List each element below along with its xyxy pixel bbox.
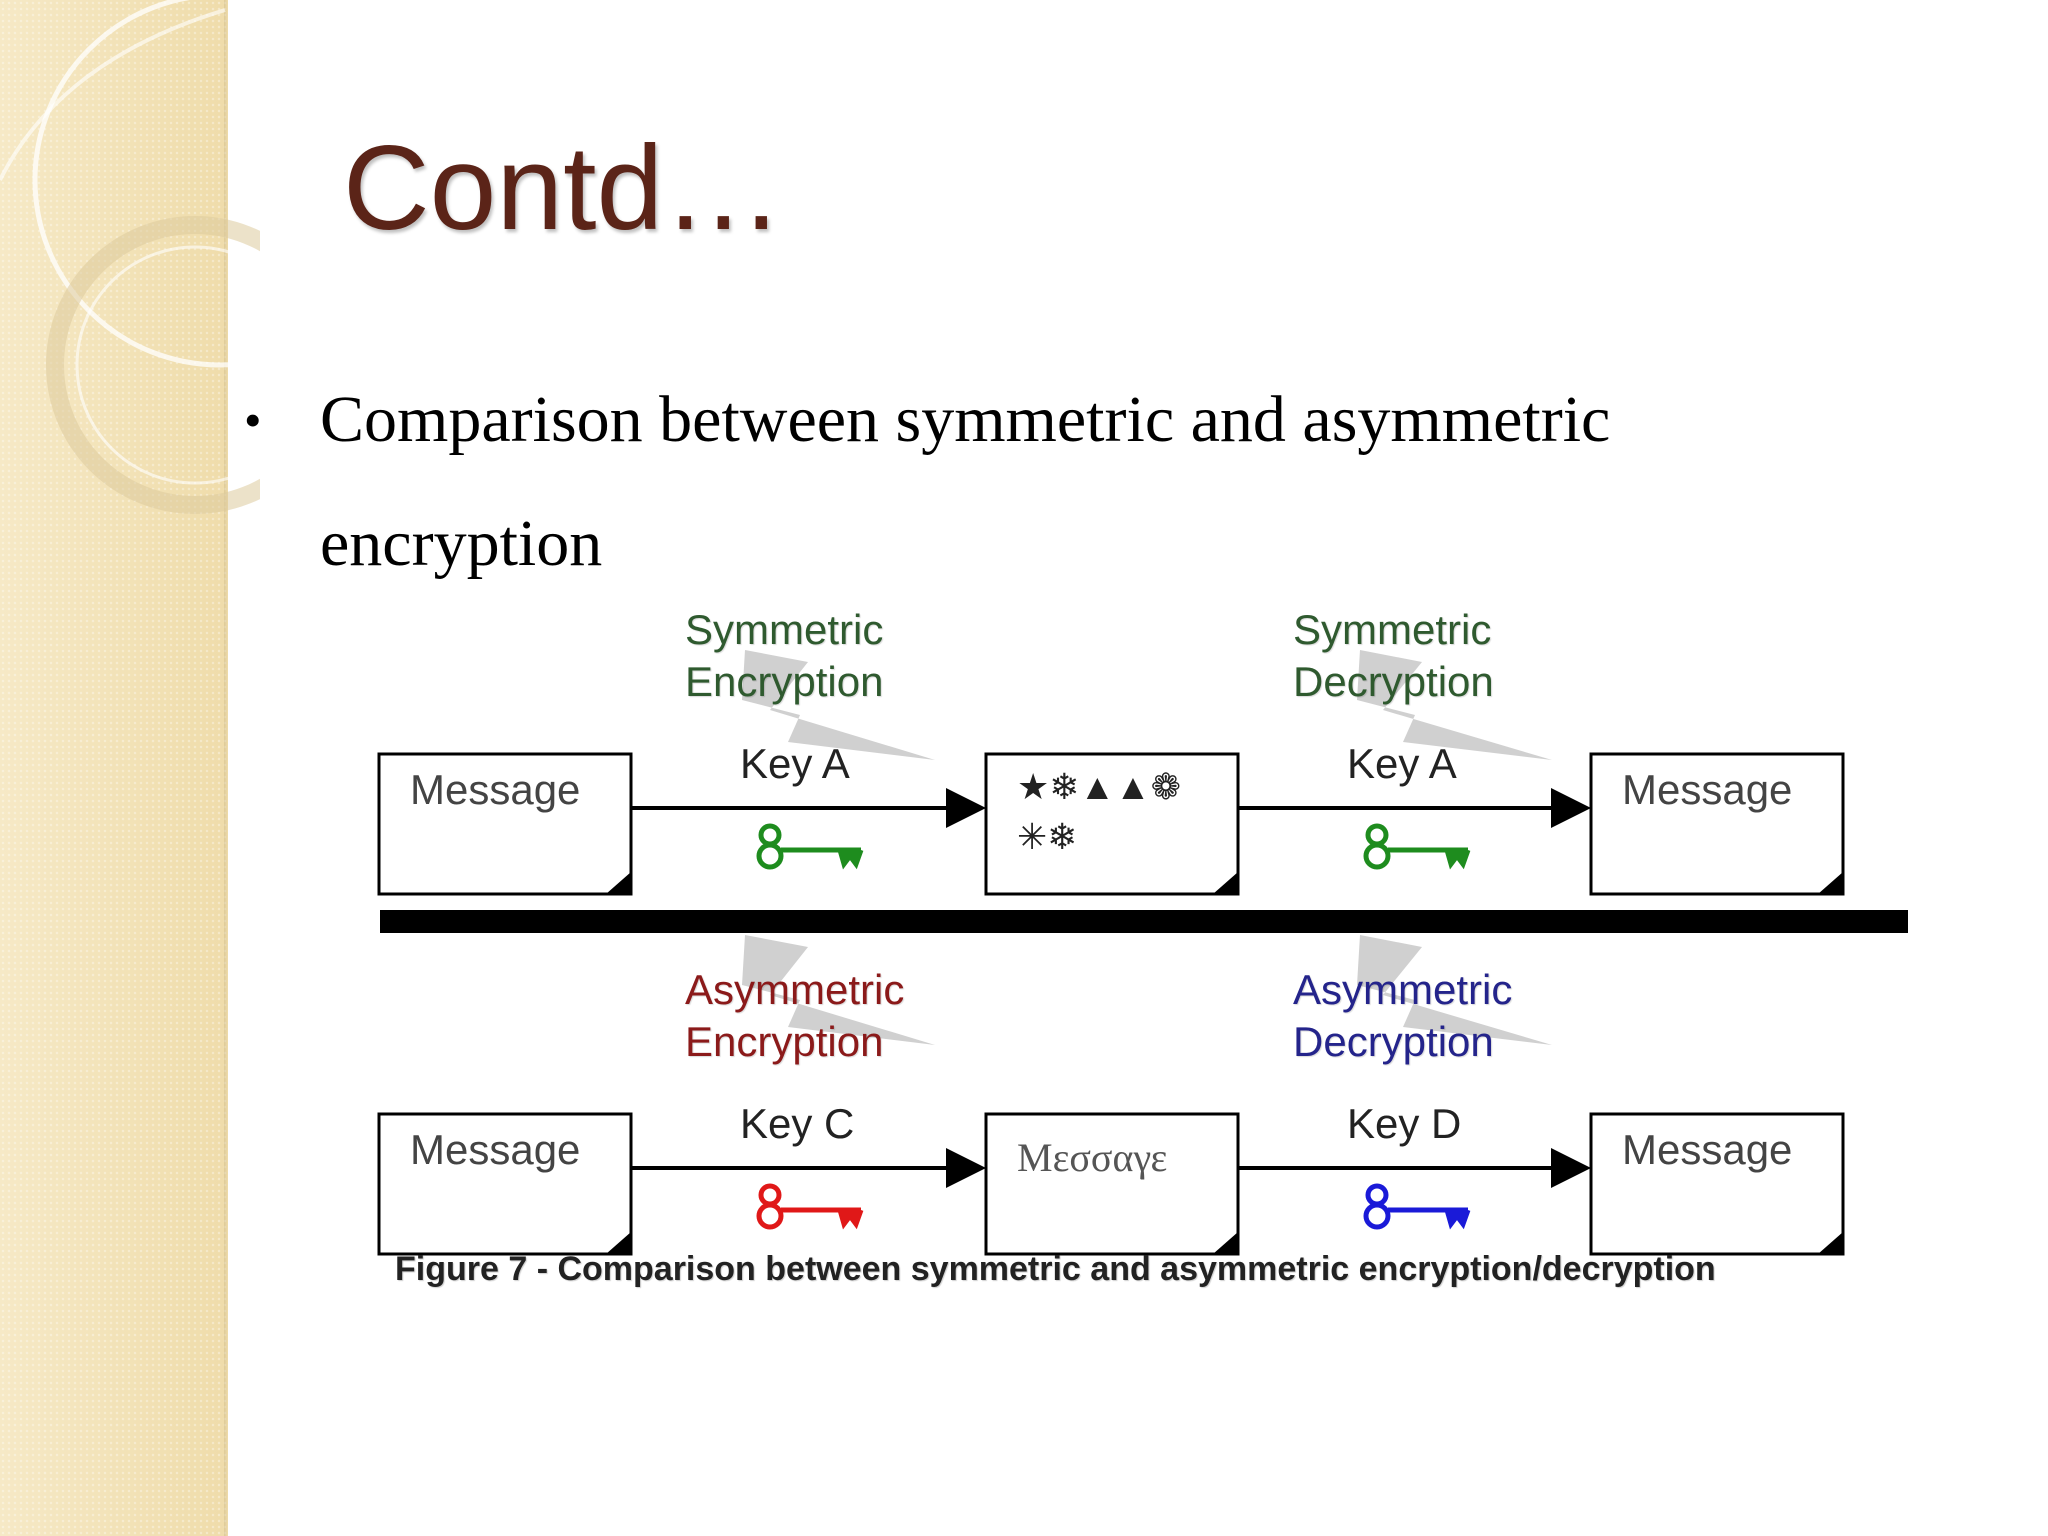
asymmetric-decryption-key-label: Key D bbox=[1347, 1100, 1462, 1147]
row-separator-bar bbox=[380, 910, 1908, 933]
bullet-text: Comparison between symmetric and asymmet… bbox=[320, 383, 1611, 580]
symmetric-decryption-key-label: Key A bbox=[1347, 740, 1457, 787]
asymmetric-output-document-icon bbox=[1589, 1112, 1845, 1256]
bullet-list: • Comparison between symmetric and asymm… bbox=[244, 358, 1764, 606]
key-a-encryption-icon bbox=[756, 823, 864, 870]
sidebar-edge bbox=[224, 0, 228, 1536]
symmetric-decryption-label: Symmetric Decryption bbox=[1293, 606, 1494, 705]
asymmetric-input-message-label: Message bbox=[410, 1126, 581, 1173]
figure-caption: Figure 7 - Comparison between symmetric … bbox=[395, 1250, 1716, 1288]
asymmetric-decryption-lightning bbox=[1357, 935, 1552, 1045]
symmetric-encryption-lightning bbox=[742, 650, 935, 760]
symmetric-ciphertext-document-icon bbox=[984, 752, 1240, 896]
symmetric-input-document-icon bbox=[377, 752, 633, 896]
symmetric-ciphertext-line2: ✳❄ bbox=[1017, 816, 1078, 857]
encryption-comparison-figure: Symmetric Encryption Symmetric Decryptio… bbox=[370, 590, 1930, 1320]
bullet-item: • Comparison between symmetric and asymm… bbox=[244, 358, 1764, 606]
asymmetric-output-message-label: Message bbox=[1622, 1126, 1793, 1173]
asymmetric-input-document-icon bbox=[377, 1112, 633, 1256]
key-c-icon bbox=[756, 1183, 864, 1230]
asymmetric-encryption-key-label: Key C bbox=[740, 1100, 855, 1147]
asymmetric-ciphertext-label: Μεσσαγε bbox=[1017, 1135, 1168, 1180]
decorative-circles bbox=[0, 0, 260, 514]
asymmetric-encryption-lightning bbox=[742, 935, 935, 1045]
symmetric-encryption-label: Symmetric Encryption bbox=[685, 606, 884, 705]
symmetric-decryption-lightning bbox=[1357, 650, 1552, 760]
asymmetric-ciphertext-document-icon bbox=[984, 1112, 1240, 1256]
bullet-dot-icon: • bbox=[244, 392, 262, 448]
slide-title: Contd… bbox=[343, 121, 784, 255]
symmetric-input-message-label: Message bbox=[410, 766, 581, 813]
asymmetric-encryption-label: Asymmetric Encryption bbox=[685, 966, 905, 1065]
key-d-icon bbox=[1363, 1183, 1471, 1230]
symmetric-encryption-key-label: Key A bbox=[740, 740, 850, 787]
symmetric-output-document-icon bbox=[1589, 752, 1845, 896]
diagram-canvas bbox=[377, 650, 1908, 1256]
asymmetric-decryption-label: Asymmetric Decryption bbox=[1293, 966, 1513, 1065]
symmetric-ciphertext-line1: ★❄▲▲❁ bbox=[1017, 766, 1181, 807]
key-a-decryption-icon bbox=[1363, 823, 1471, 870]
symmetric-output-message-label: Message bbox=[1622, 766, 1793, 813]
